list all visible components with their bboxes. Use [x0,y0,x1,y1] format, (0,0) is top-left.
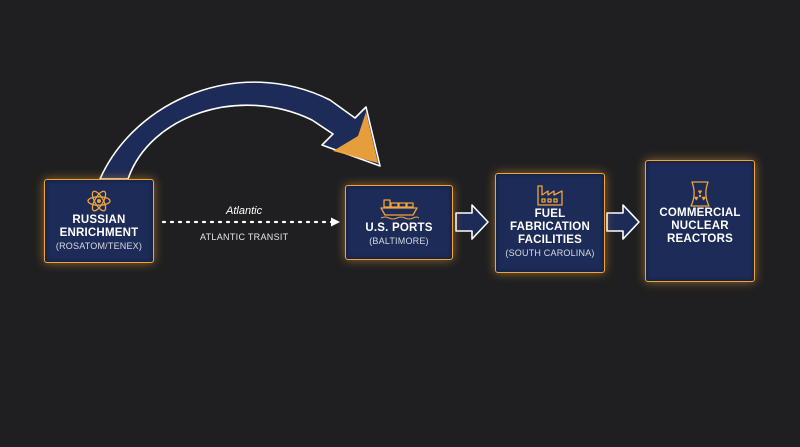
atom-icon [86,188,112,214]
cargo-ship-icon [379,196,419,222]
dotted-arrow-atlantic-transit [161,217,340,227]
node-subtitle: (SOUTH CAROLINA) [505,248,595,258]
cooling-tower-radiation-icon [688,181,712,207]
node-title: U.S. PORTS [365,222,433,234]
node-title: RUSSIAN ENRICHMENT [59,214,139,239]
node-title: FUEL FABRICATION FACILITIES [510,208,590,246]
node-subtitle: (ROSATOM/TENEX) [55,241,143,251]
node-title: COMMERCIAL NUCLEAR REACTORS [659,207,741,245]
edge-label-atlantic-transit: ATLANTIC TRANSIT [200,232,289,242]
arrow-fuel-to-reactors [606,204,640,240]
node-subtitle: (BALTIMORE) [369,236,429,246]
factory-icon [535,182,565,208]
node-us-ports: U.S. PORTS (BALTIMORE) [345,185,453,260]
curved-arrow-russia-to-ports [99,81,381,180]
node-russian-enrichment: RUSSIAN ENRICHMENT (ROSATOM/TENEX) [44,179,154,263]
edge-label-atlantic: Atlantic [226,205,263,217]
node-commercial-nuclear-reactors: COMMERCIAL NUCLEAR REACTORS [645,160,755,282]
arrow-ports-to-fuel [455,204,489,240]
node-fuel-fabrication: FUEL FABRICATION FACILITIES (SOUTH CAROL… [495,173,605,273]
